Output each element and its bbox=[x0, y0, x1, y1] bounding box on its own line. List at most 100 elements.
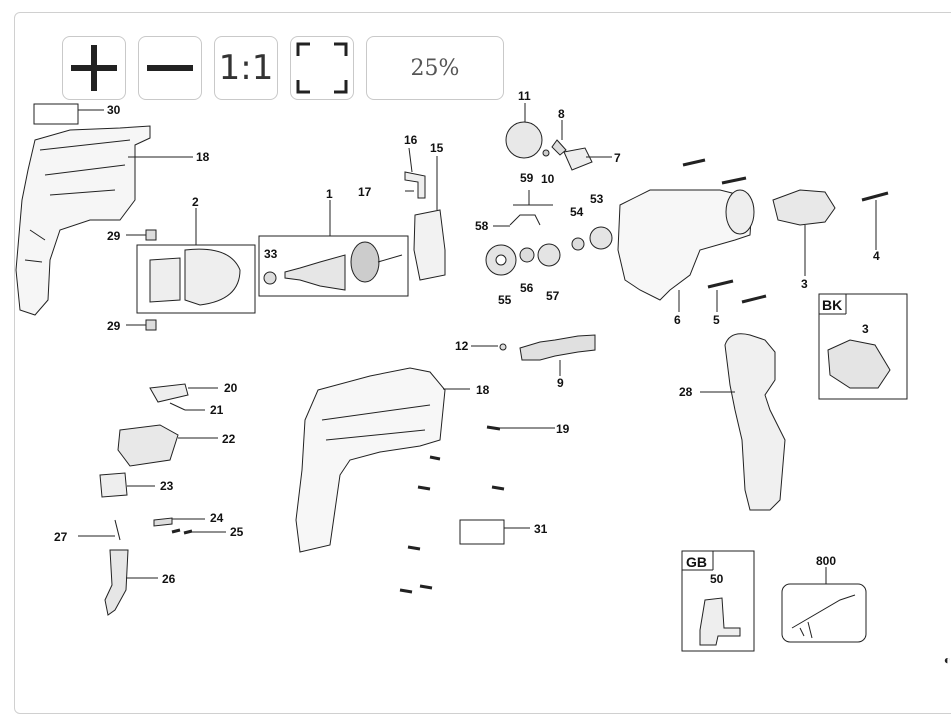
zoom-value: 25% bbox=[410, 55, 460, 81]
actual-size-label: 1:1 bbox=[218, 48, 274, 88]
part-12-washer[interactable] bbox=[499, 343, 507, 351]
label-15: 15 bbox=[430, 141, 444, 155]
label-54: 54 bbox=[570, 205, 584, 219]
screw-e[interactable] bbox=[399, 588, 413, 594]
bolt-5-a[interactable] bbox=[707, 279, 734, 289]
label-3b: 3 bbox=[862, 322, 869, 336]
part-18-housing-half[interactable] bbox=[15, 125, 151, 316]
part-8-pin[interactable] bbox=[551, 139, 567, 156]
part-22-switch[interactable] bbox=[117, 424, 179, 467]
part-10-ball[interactable] bbox=[542, 149, 550, 157]
part-6-gear-housing[interactable] bbox=[617, 189, 753, 301]
part-15-brush-holder-plate[interactable] bbox=[413, 209, 446, 281]
screw-f[interactable] bbox=[419, 584, 433, 590]
part-29-brush-bottom[interactable] bbox=[145, 319, 157, 331]
label-21: 21 bbox=[210, 403, 224, 417]
screw-d[interactable] bbox=[407, 545, 421, 551]
part-25-screws[interactable] bbox=[171, 528, 193, 535]
part-21-spring[interactable] bbox=[169, 402, 186, 411]
part-24-strain-relief[interactable] bbox=[153, 517, 173, 527]
zoom-level-display[interactable]: 25% bbox=[366, 36, 504, 100]
part-29-brush-top[interactable] bbox=[145, 229, 157, 241]
bk-chuck[interactable] bbox=[827, 339, 891, 389]
zoom-in-icon bbox=[71, 45, 117, 91]
label-28: 28 bbox=[679, 385, 693, 399]
label-56: 56 bbox=[520, 281, 534, 295]
part-53-gear[interactable] bbox=[589, 226, 613, 250]
label-22: 22 bbox=[222, 432, 236, 446]
part-9-spindle[interactable] bbox=[519, 334, 596, 361]
part-23-capacitor[interactable] bbox=[99, 472, 128, 498]
label-18a: 18 bbox=[196, 150, 210, 164]
part-58-spring-clip[interactable] bbox=[509, 214, 541, 226]
label-23: 23 bbox=[160, 479, 174, 493]
part-28-side-handle[interactable] bbox=[724, 333, 786, 511]
label-26: 26 bbox=[162, 572, 176, 586]
label-2: 2 bbox=[192, 195, 199, 209]
label-53: 53 bbox=[590, 192, 604, 206]
part-3-chuck[interactable] bbox=[772, 189, 836, 226]
label-55: 55 bbox=[498, 293, 512, 307]
label-50: 50 bbox=[710, 572, 724, 586]
label-800: 800 bbox=[816, 554, 836, 568]
label-31: 31 bbox=[534, 522, 548, 536]
label-30: 30 bbox=[107, 103, 121, 117]
part-18-drill-body[interactable] bbox=[295, 367, 446, 553]
part-11-gear-cover[interactable] bbox=[505, 121, 543, 159]
part-16-switch-lever[interactable] bbox=[404, 171, 426, 199]
label-16: 16 bbox=[404, 133, 418, 147]
part-30-label-plate[interactable] bbox=[33, 103, 79, 125]
label-6: 6 bbox=[674, 313, 681, 327]
label-9: 9 bbox=[557, 376, 564, 390]
bolt-5-b[interactable] bbox=[741, 294, 767, 304]
label-17: 17 bbox=[358, 185, 372, 199]
part-54-bearing[interactable] bbox=[571, 237, 585, 251]
part-50-plug[interactable] bbox=[699, 597, 741, 646]
label-27: 27 bbox=[54, 530, 68, 544]
part-20-contact[interactable] bbox=[149, 383, 189, 403]
part-800-cable-set[interactable] bbox=[791, 594, 856, 639]
label-4: 4 bbox=[873, 249, 880, 263]
part-27-cable-end[interactable] bbox=[114, 519, 121, 541]
screw-a[interactable] bbox=[429, 455, 441, 461]
label-8: 8 bbox=[558, 107, 565, 121]
part-1-armature[interactable] bbox=[284, 254, 346, 291]
zoom-out-button[interactable] bbox=[138, 36, 202, 100]
label-29b: 29 bbox=[107, 319, 121, 333]
fit-screen-button[interactable] bbox=[290, 36, 354, 100]
part-800-box[interactable] bbox=[781, 583, 867, 643]
exploded-parts-diagram: 30 18 2 29 29 1 33 16 17 15 11 8 7 10 59… bbox=[15, 89, 908, 652]
corner-icon[interactable]: ◐ bbox=[943, 653, 951, 667]
label-58: 58 bbox=[475, 219, 489, 233]
label-11: 11 bbox=[518, 89, 531, 103]
part-33-washer[interactable] bbox=[263, 271, 277, 285]
actual-size-button[interactable]: 1:1 bbox=[214, 36, 278, 100]
part-7-spring-plate[interactable] bbox=[563, 147, 593, 171]
label-1: 1 bbox=[326, 187, 333, 201]
part-19-screw[interactable] bbox=[486, 425, 501, 431]
label-29a: 29 bbox=[107, 229, 121, 243]
bolt-upper-1[interactable] bbox=[682, 158, 706, 167]
part-31-label[interactable] bbox=[459, 519, 505, 545]
label-57: 57 bbox=[546, 289, 560, 303]
part-56-bearing[interactable] bbox=[519, 247, 535, 263]
part-57-gear[interactable] bbox=[537, 243, 561, 267]
zoom-in-button[interactable] bbox=[62, 36, 126, 100]
label-20: 20 bbox=[224, 381, 238, 395]
label-25: 25 bbox=[230, 525, 244, 539]
part-2-field-coil[interactable] bbox=[149, 248, 241, 306]
gb-label: GB bbox=[686, 554, 707, 570]
zoom-toolbar: 1:1 25% bbox=[62, 36, 504, 102]
label-59: 59 bbox=[520, 171, 534, 185]
bolt-4[interactable] bbox=[861, 191, 889, 202]
zoom-out-icon bbox=[147, 65, 193, 71]
label-10: 10 bbox=[541, 172, 555, 186]
bolt-upper-2[interactable] bbox=[721, 176, 747, 185]
label-7: 7 bbox=[614, 151, 621, 165]
screw-c[interactable] bbox=[491, 485, 505, 491]
label-24: 24 bbox=[210, 511, 224, 525]
label-33: 33 bbox=[264, 247, 278, 261]
screw-b[interactable] bbox=[417, 485, 431, 491]
part-26-cable-sleeve[interactable] bbox=[104, 549, 129, 616]
label-19: 19 bbox=[556, 422, 570, 436]
